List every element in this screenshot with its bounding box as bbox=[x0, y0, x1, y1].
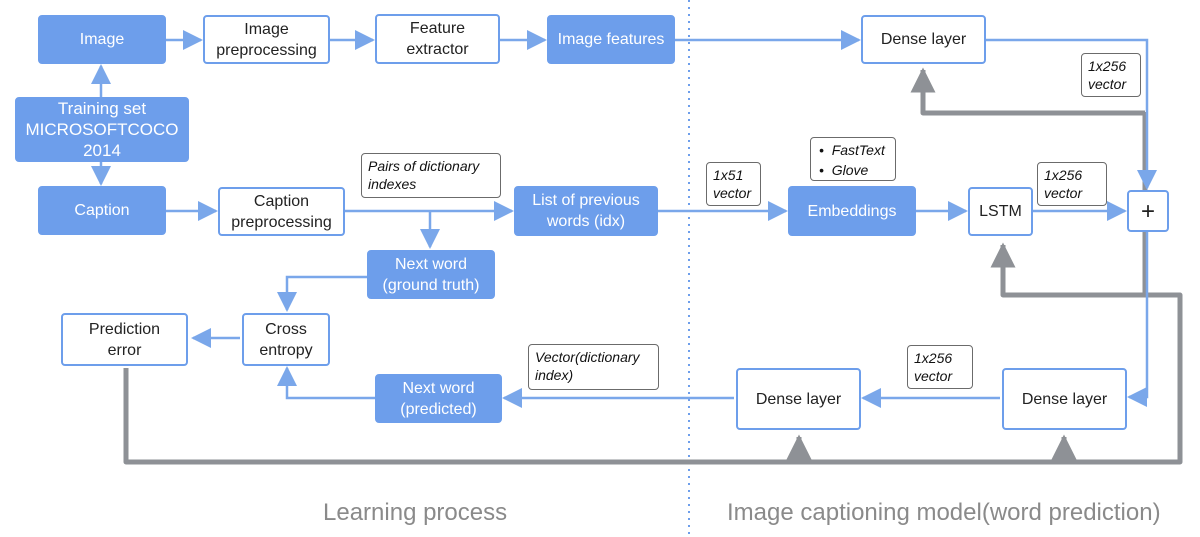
arrow-nextword-pred-to-entropy bbox=[277, 366, 375, 400]
image-node: Image bbox=[38, 15, 166, 64]
arrow-plus-to-dense-right bbox=[1127, 232, 1149, 407]
embeddings-node: Embeddings bbox=[788, 186, 916, 236]
feedback-error-loop bbox=[123, 113, 1183, 465]
embedding-options-note: FastText Glove bbox=[810, 137, 896, 181]
vector-1x256-lstm-note: 1x256 vector bbox=[1037, 162, 1107, 206]
list-previous-words-node: List of previous words (idx) bbox=[514, 186, 658, 236]
plus-node: + bbox=[1127, 190, 1169, 232]
feedback-to-lstm bbox=[990, 242, 1145, 298]
image-preprocessing-node: Image preprocessing bbox=[203, 15, 330, 64]
vector-1x51-note: 1x51 vector bbox=[706, 162, 761, 206]
learning-process-label: Learning process bbox=[323, 499, 508, 526]
vector-1x256-bottom-note: 1x256 vector bbox=[907, 345, 973, 389]
arrow-nextword-gt-to-entropy bbox=[277, 275, 367, 312]
vector-1x256-top-note: 1x256 vector bbox=[1081, 53, 1141, 97]
caption-preprocessing-node: Caption preprocessing bbox=[218, 187, 345, 236]
feedback-to-dense-top bbox=[910, 67, 1148, 116]
prediction-error-node: Prediction error bbox=[61, 313, 188, 366]
next-word-predicted-node: Next word (predicted) bbox=[375, 374, 502, 423]
training-set-node: Training set MICROSOFTCOCO 2014 bbox=[15, 97, 189, 162]
embedding-option-glove: Glove bbox=[819, 160, 889, 180]
next-word-ground-truth-node: Next word (ground truth) bbox=[367, 250, 495, 299]
dense-layer-top-node: Dense layer bbox=[861, 15, 986, 64]
flow-arrows bbox=[91, 30, 1157, 408]
arrow-dense-top-to-plus bbox=[986, 38, 1157, 190]
caption-node: Caption bbox=[38, 186, 166, 235]
image-captioning-model-label: Image captioning model(word prediction) bbox=[727, 499, 1161, 526]
image-features-node: Image features bbox=[547, 15, 675, 64]
pairs-dictionary-note: Pairs of dictionary indexes bbox=[361, 153, 501, 198]
embedding-option-fasttext: FastText bbox=[819, 140, 889, 160]
vector-dictionary-index-note: Vector(dictionary index) bbox=[528, 344, 659, 390]
dense-layer-right-node: Dense layer bbox=[1002, 368, 1127, 430]
lstm-node: LSTM bbox=[968, 187, 1033, 236]
feature-extractor-node: Feature extractor bbox=[375, 14, 500, 64]
dense-layer-mid-node: Dense layer bbox=[736, 368, 861, 430]
feedback-lines bbox=[123, 67, 1183, 465]
cross-entropy-node: Cross entropy bbox=[242, 313, 330, 366]
